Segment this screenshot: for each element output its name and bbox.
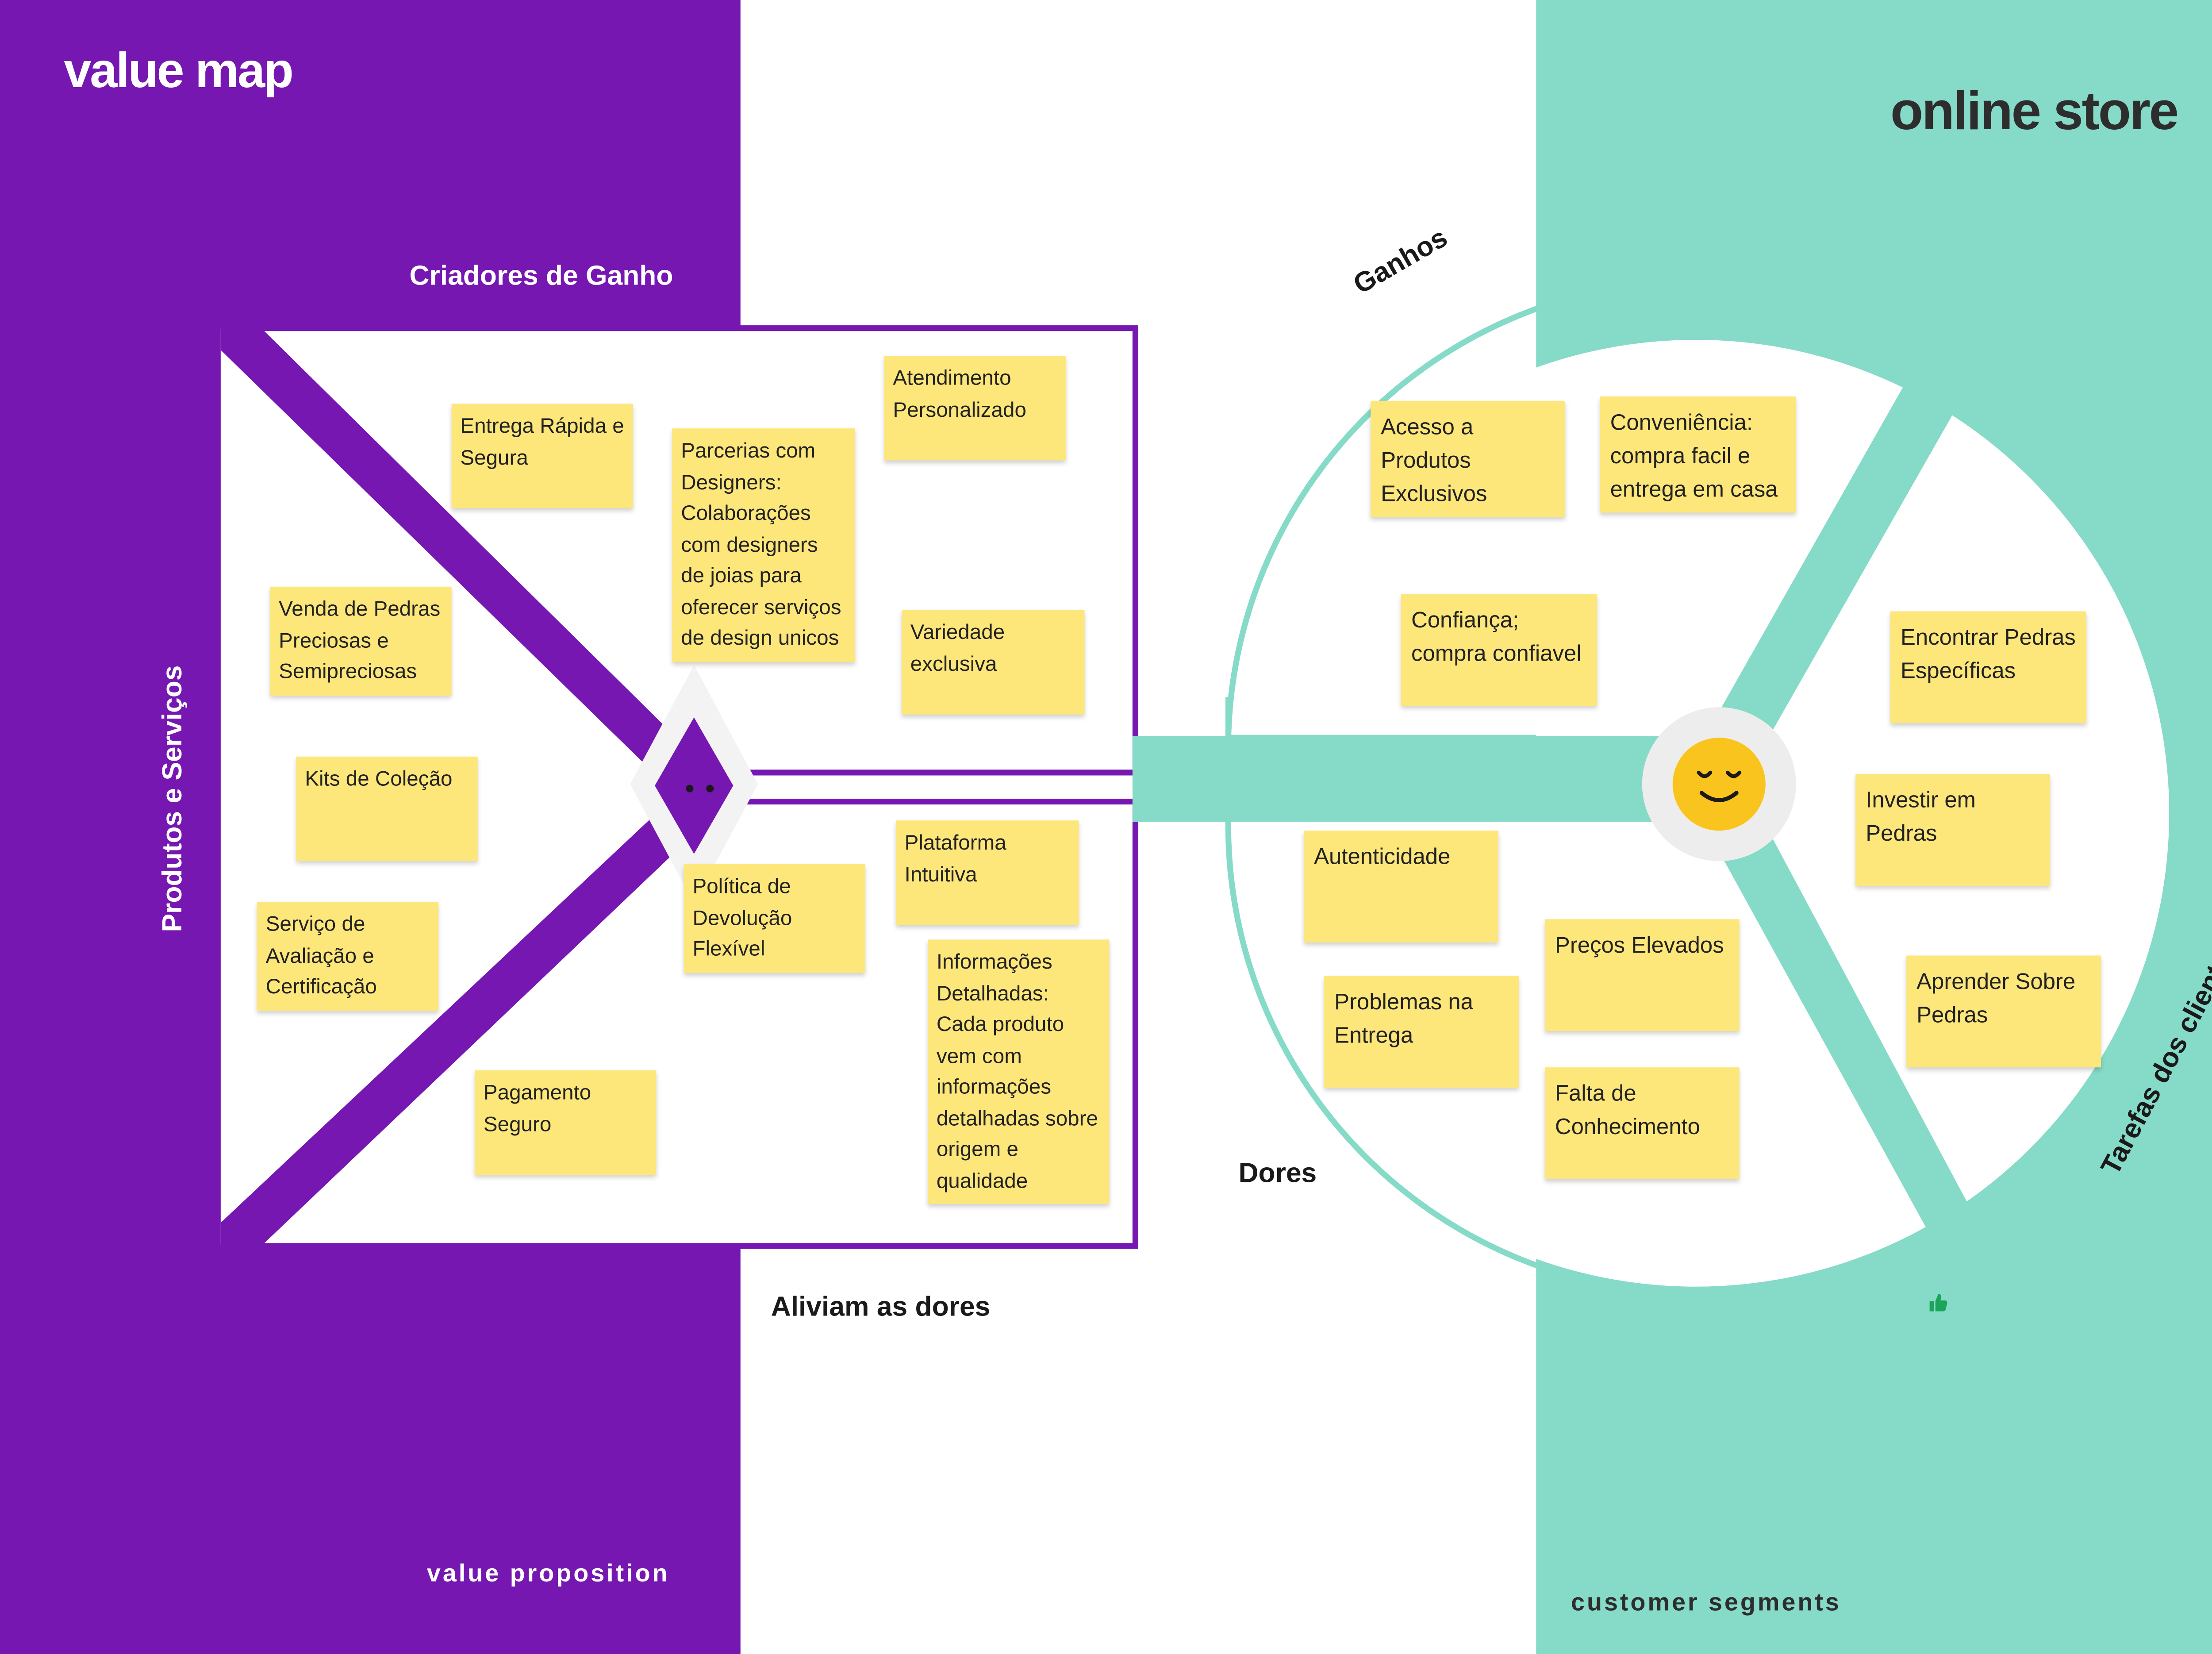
gain-creators-heading: Criadores de Ganho [409,261,673,292]
sticky-note-aprender[interactable]: Aprender Sobre Pedras [1906,955,2101,1068]
sticky-note-kits[interactable]: Kits de Coleção [296,756,478,862]
sticky-note-problemas[interactable]: Problemas na Entrega [1324,976,1519,1088]
gain-creators-frame [220,325,1139,776]
gains-pains-separator [1132,736,1660,822]
lower-jobs-separator [1722,831,1969,1232]
pains-arc [1225,817,1930,1296]
lower-diagonal-bar [220,816,683,1246]
sticky-note-variedade[interactable]: Variedade exclusiva [902,610,1085,715]
sticky-note-plataforma[interactable]: Plataforma Intuitiva [895,820,1079,925]
value-map-title: value map [64,43,294,99]
customer-segments-label: customer segments [1571,1589,1841,1616]
sticky-note-politica-devolucao[interactable]: Política de Devolução Flexível [684,864,866,973]
sticky-note-atendimento[interactable]: Atendimento Personalizado [884,356,1066,461]
pain-relievers-heading: Aliviam as dores [771,1292,991,1323]
smiley-face-icon [1672,738,1766,831]
sticky-note-acesso[interactable]: Acesso a Produtos Exclusivos [1371,400,1565,517]
sticky-note-autenticidade[interactable]: Autenticidade [1304,831,1498,942]
gains-arc [1225,278,1930,738]
sticky-note-venda-pedras[interactable]: Venda de Pedras Preciosas e Semipreciosa… [270,586,452,696]
sticky-note-conveniencia[interactable]: Conveniência: compra facil e entrega em … [1600,396,1796,513]
sticky-note-confianca[interactable]: Confiança; compra confiavel [1401,594,1598,706]
online-store-title: online store [1890,81,2179,141]
pain-relievers-frame [220,799,1139,1249]
sticky-note-investir[interactable]: Investir em Pedras [1855,774,2051,886]
pains-heading: Dores [1238,1158,1317,1189]
sticky-note-pagamento[interactable]: Pagamento Seguro [475,1070,657,1175]
sticky-note-encontrar[interactable]: Encontrar Pedras Específicas [1890,611,2087,723]
sticky-note-precos[interactable]: Preços Elevados [1544,919,1740,1031]
sticky-note-parcerias[interactable]: Parcerias com Designers: Colaborações co… [672,428,856,662]
sticky-note-falta[interactable]: Falta de Conhecimento [1544,1067,1740,1179]
thumbs-up-icon[interactable] [1928,1292,1948,1313]
upper-jobs-separator [1719,342,1969,738]
value-proposition-label: value proposition [426,1559,670,1588]
products-services-heading: Produtos e Serviços [158,665,189,932]
sticky-note-entrega-rapida[interactable]: Entrega Rápida e Segura [451,404,633,508]
customer-avatar [1642,707,1796,862]
sticky-note-servico-avaliacao[interactable]: Serviço de Avaliação e Certificação [257,902,439,1011]
sticky-note-informacoes[interactable]: Informações Detalhadas: Cada produto vem… [928,939,1110,1204]
upper-diagonal-bar [220,328,680,770]
